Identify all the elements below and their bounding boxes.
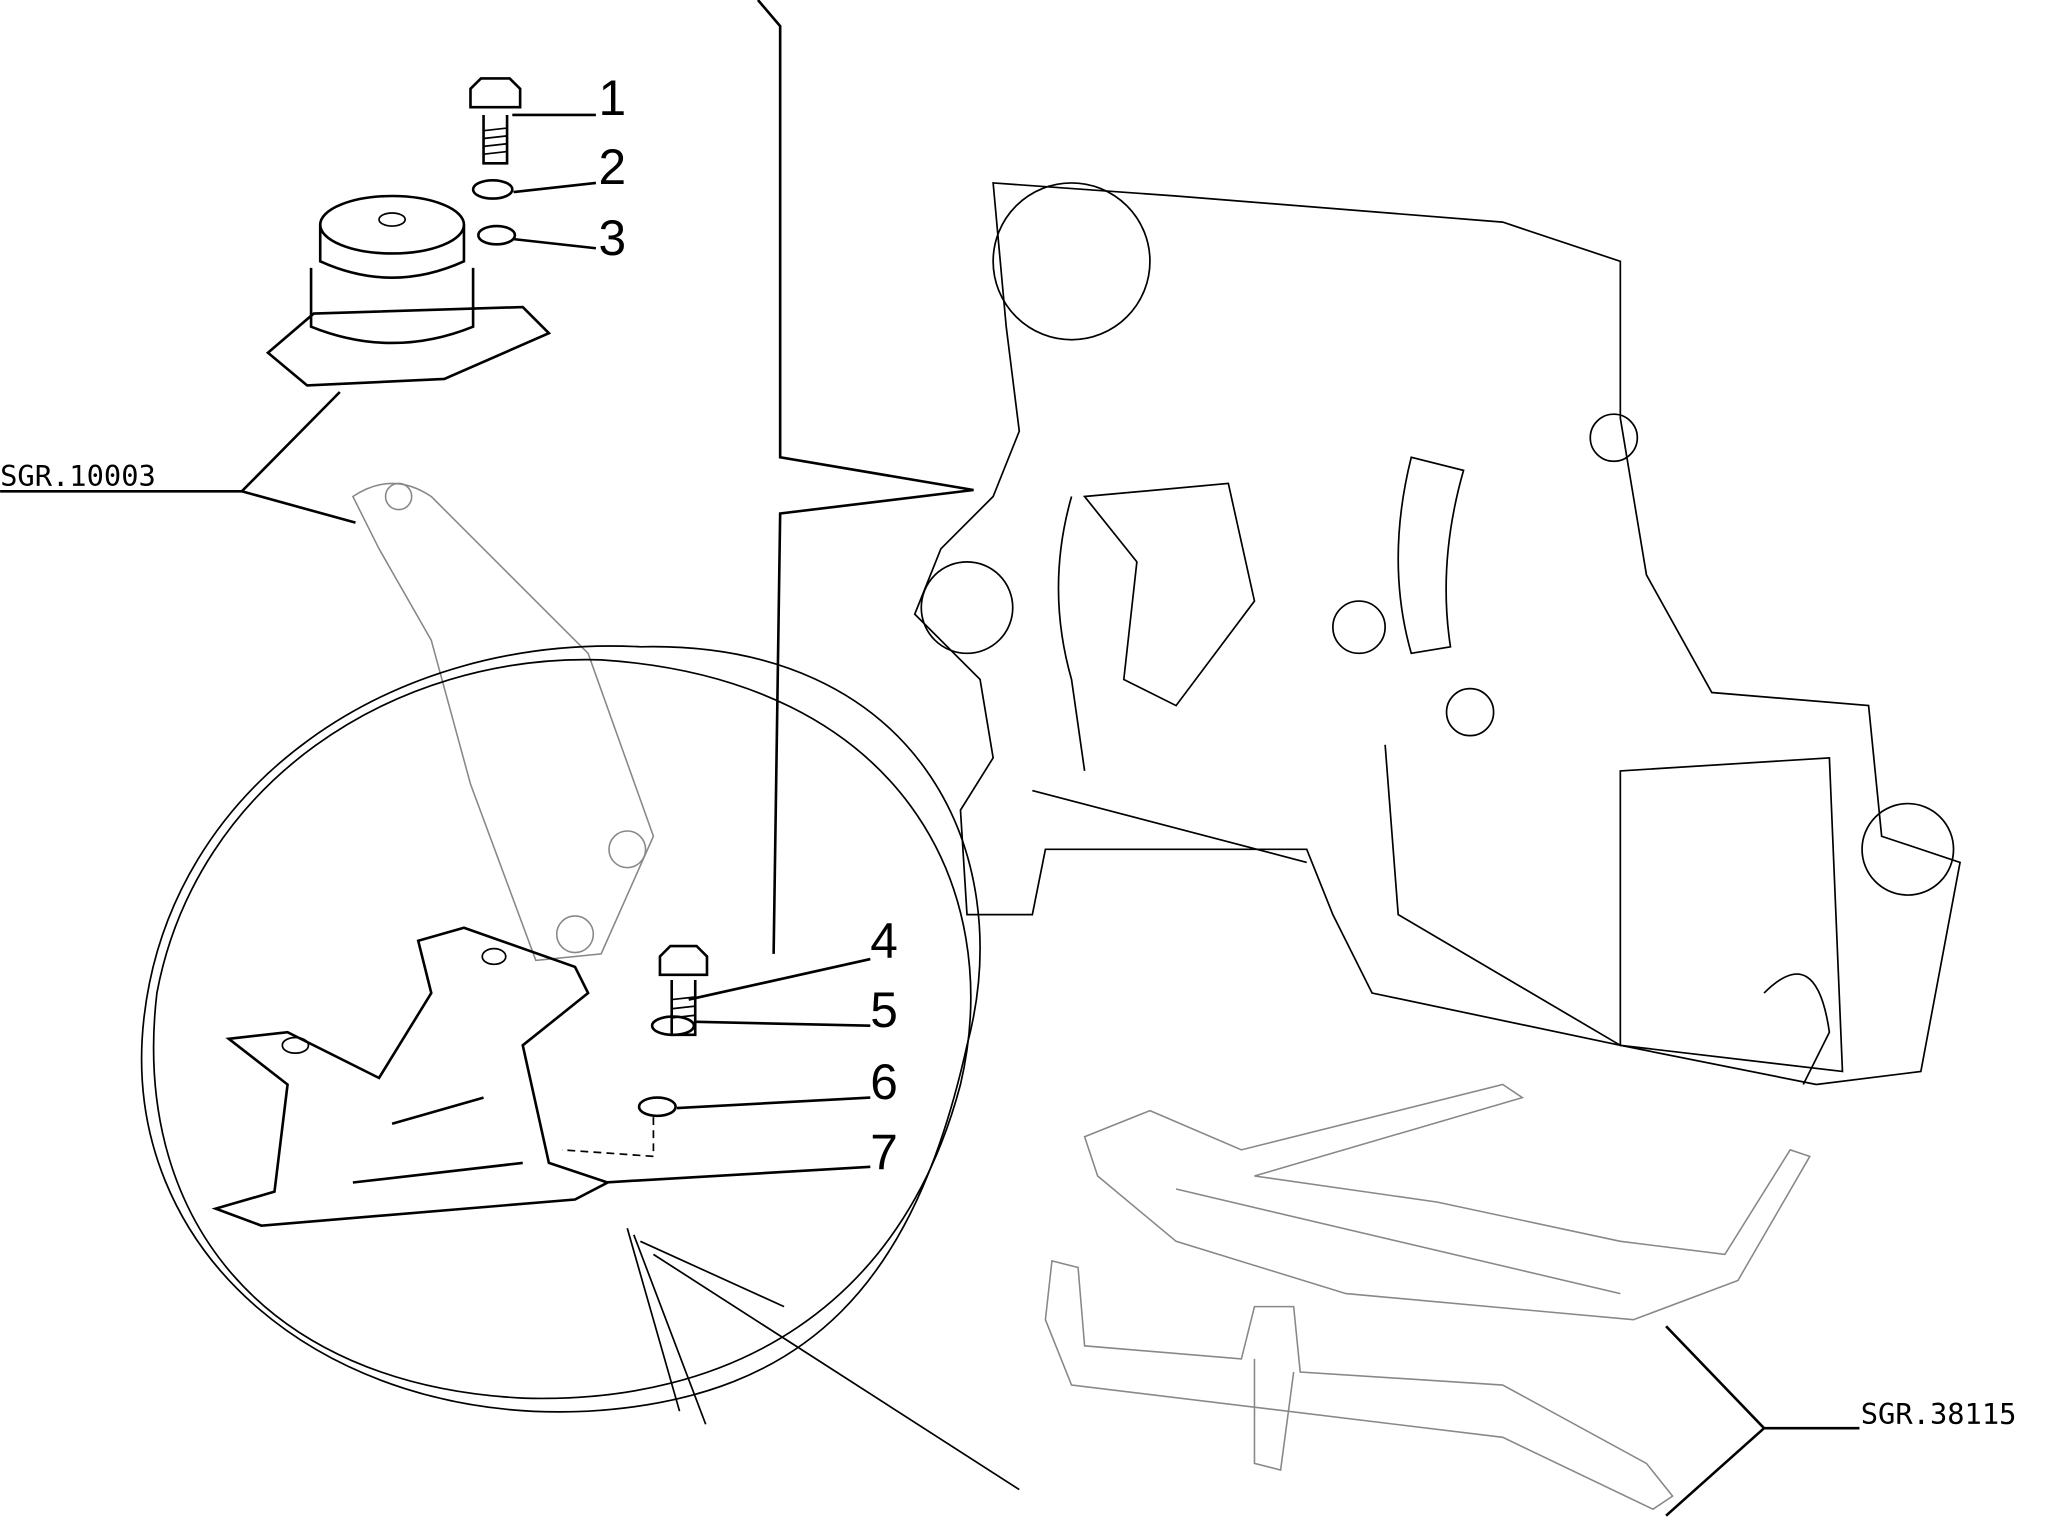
callout-4: 4 <box>870 913 898 969</box>
engine-mount-icon <box>265 194 552 387</box>
washer-2-icon <box>471 179 514 200</box>
reference-sgr-10003: SGR.10003 <box>0 459 156 493</box>
callout-5: 5 <box>870 982 898 1038</box>
washer-6-icon <box>637 1096 677 1118</box>
bolt-1-icon <box>469 77 522 165</box>
group-bracket-line <box>756 0 974 954</box>
reference-sgr-38115: SGR.38115 <box>1861 1397 2017 1431</box>
callout-3: 3 <box>599 210 627 266</box>
mount-arm-icon <box>351 482 655 962</box>
callout-2: 2 <box>599 139 627 195</box>
callout-6: 6 <box>870 1054 898 1110</box>
bracket-7-icon <box>211 926 612 1227</box>
crossmember-icon <box>1044 1083 1811 1511</box>
washer-5-icon <box>650 1015 696 1037</box>
detail-circle <box>140 645 981 1413</box>
washer-3-icon <box>477 224 517 246</box>
engine-gearbox-icon <box>913 182 1962 1086</box>
callout-7: 7 <box>870 1124 898 1180</box>
callout-1: 1 <box>599 70 627 126</box>
